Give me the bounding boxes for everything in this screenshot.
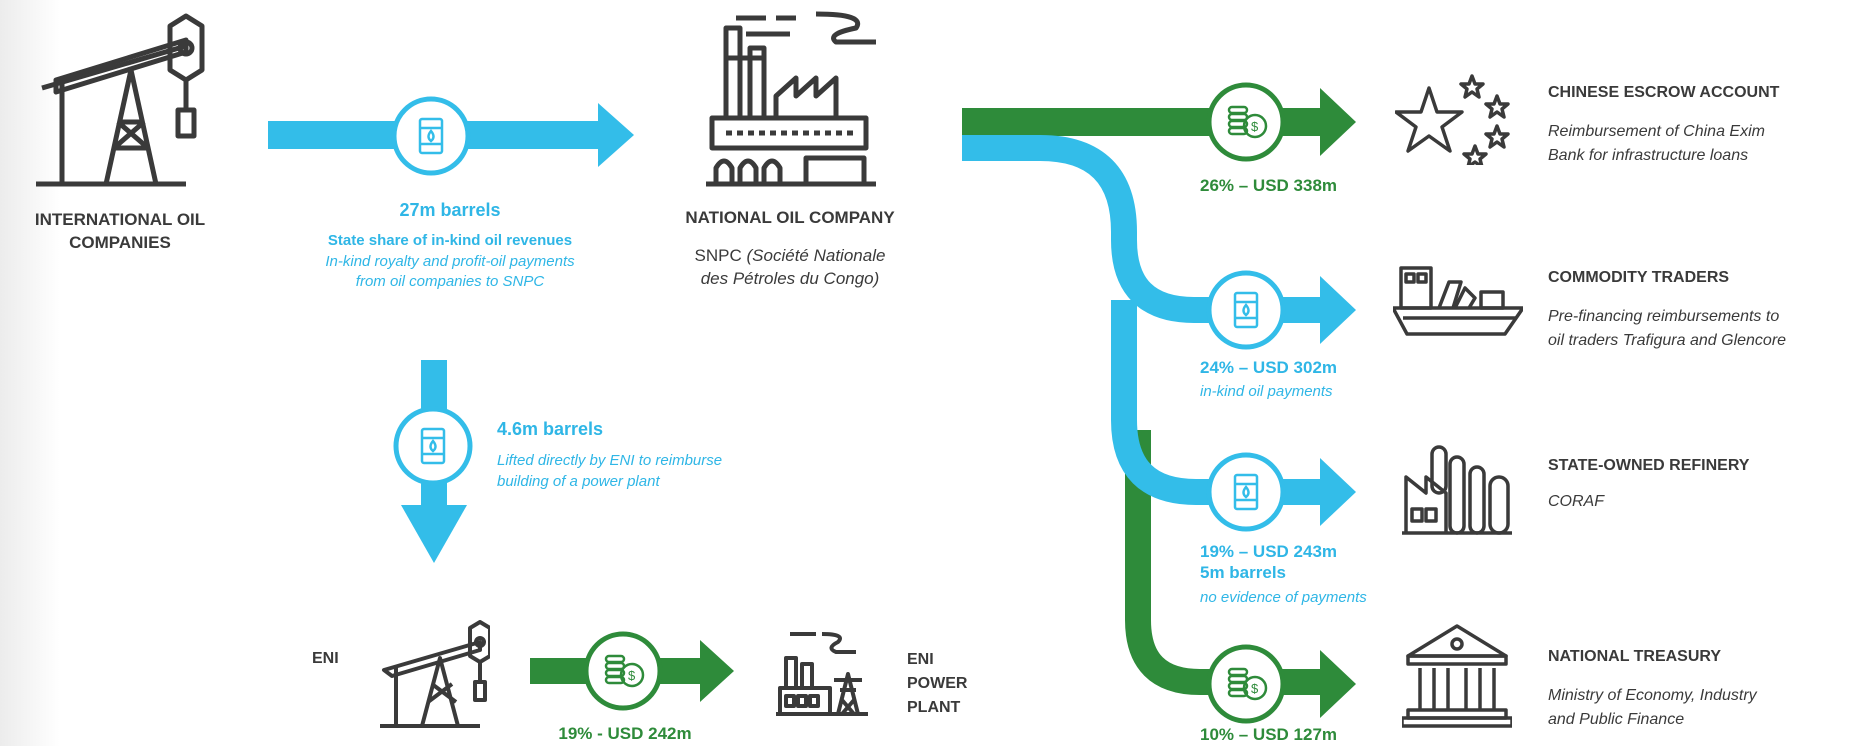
refinery-icon xyxy=(1402,437,1512,537)
eni-label: ENI xyxy=(312,650,339,667)
dest-share-traders: 24% – USD 302m xyxy=(1200,358,1338,377)
dest-name-refinery: STATE-OWNED REFINERY xyxy=(1548,457,1750,474)
coins-icon: $ xyxy=(1205,643,1287,725)
dest-extra-refinery: 5m barrels xyxy=(1200,563,1286,582)
dest-name-chinese: CHINESE ESCROW ACCOUNT xyxy=(1548,84,1780,101)
flow-ioc-title: State share of in-kind oil revenues xyxy=(327,232,573,249)
dest-desc-treasury-line1: Ministry of Economy, Industry xyxy=(1548,687,1757,704)
ioc-label-line1: INTERNATIONAL OIL xyxy=(34,210,206,229)
oil-barrel-icon xyxy=(390,95,472,177)
svg-text:$: $ xyxy=(628,668,636,683)
flow-eni-volume: 4.6m barrels xyxy=(497,419,604,439)
china-flag-stars-icon xyxy=(1395,70,1515,165)
noc-label: NATIONAL OIL COMPANY xyxy=(685,208,895,227)
ioc-label-line2: COMPANIES xyxy=(69,233,171,252)
flow-eni-note-line2: building of a power plant xyxy=(497,473,660,490)
dest-desc-treasury-line2: and Public Finance xyxy=(1548,711,1685,728)
eni-power-plant-label: ENI POWER PLANT xyxy=(907,648,967,720)
svg-text:$: $ xyxy=(1251,681,1259,696)
oil-barrel-icon xyxy=(1205,269,1287,351)
power-plant-icon xyxy=(776,628,871,728)
flow-ioc-volume: 27m barrels xyxy=(399,200,501,220)
dest-share-refinery: 19% – USD 243m xyxy=(1200,542,1338,561)
noc-name-prefix: SNPC xyxy=(694,246,747,265)
oil-pump-icon xyxy=(380,620,490,730)
dest-share-treasury: 10% – USD 127m xyxy=(1200,725,1338,744)
noc-name-line2: des Pétroles du Congo) xyxy=(700,269,880,288)
flow-green-treasury xyxy=(1125,430,1322,695)
oil-barrel-icon xyxy=(392,405,474,487)
flow-ioc-note: In-kind royalty and profit-oil payments … xyxy=(250,252,650,292)
dest-desc-traders-line2: oil traders Trafigura and Glencore xyxy=(1548,332,1787,349)
oil-pump-icon xyxy=(36,10,206,190)
flow-blue-traders xyxy=(962,135,1322,323)
eni-plant-line3: PLANT xyxy=(907,699,961,716)
government-building-icon xyxy=(1402,622,1512,732)
dest-desc-chinese-line2: Bank for infrastructure loans xyxy=(1548,147,1749,164)
flow-ioc-note-line1: In-kind royalty and profit-oil payments xyxy=(325,253,575,270)
eni-plant-line1: ENI xyxy=(907,651,934,668)
noc-name: SNPC (Société Nationale des Pétroles du … xyxy=(640,244,940,290)
coins-icon: $ xyxy=(582,630,664,712)
ioc-label: INTERNATIONAL OIL COMPANIES xyxy=(0,208,240,254)
dest-note-refinery: no evidence of payments xyxy=(1200,589,1367,606)
refinery-factory-icon xyxy=(706,8,876,188)
flow-blue-refinery xyxy=(1111,300,1322,505)
eni-payment: 19% - USD 242m xyxy=(558,724,692,743)
cargo-ship-icon xyxy=(1393,262,1523,337)
oil-barrel-icon xyxy=(1205,451,1287,533)
dest-name-traders: COMMODITY TRADERS xyxy=(1548,269,1730,286)
dest-desc-refinery: CORAF xyxy=(1548,493,1604,510)
coins-icon: $ xyxy=(1205,81,1287,163)
flow-ioc-note-line2: from oil companies to SNPC xyxy=(355,273,545,290)
dest-desc-chinese-line1: Reimbursement of China Exim xyxy=(1548,123,1765,140)
eni-plant-line2: POWER xyxy=(907,675,968,692)
dest-desc-traders: Pre-financing reimbursements to oil trad… xyxy=(1548,305,1786,353)
noc-name-line1: (Société Nationale xyxy=(746,246,886,265)
dest-desc-traders-line1: Pre-financing reimbursements to xyxy=(1548,308,1780,325)
dest-note-traders: in-kind oil payments xyxy=(1200,383,1333,400)
svg-text:$: $ xyxy=(1251,119,1259,134)
dest-share-chinese: 26% – USD 338m xyxy=(1200,176,1338,195)
flow-eni-note: Lifted directly by ENI to reimburse buil… xyxy=(497,450,722,492)
dest-name-treasury: NATIONAL TREASURY xyxy=(1548,648,1722,665)
dest-desc-treasury: Ministry of Economy, Industry and Public… xyxy=(1548,684,1757,732)
flow-eni-note-line1: Lifted directly by ENI to reimburse xyxy=(497,452,723,469)
dest-desc-chinese: Reimbursement of China Exim Bank for inf… xyxy=(1548,120,1765,168)
